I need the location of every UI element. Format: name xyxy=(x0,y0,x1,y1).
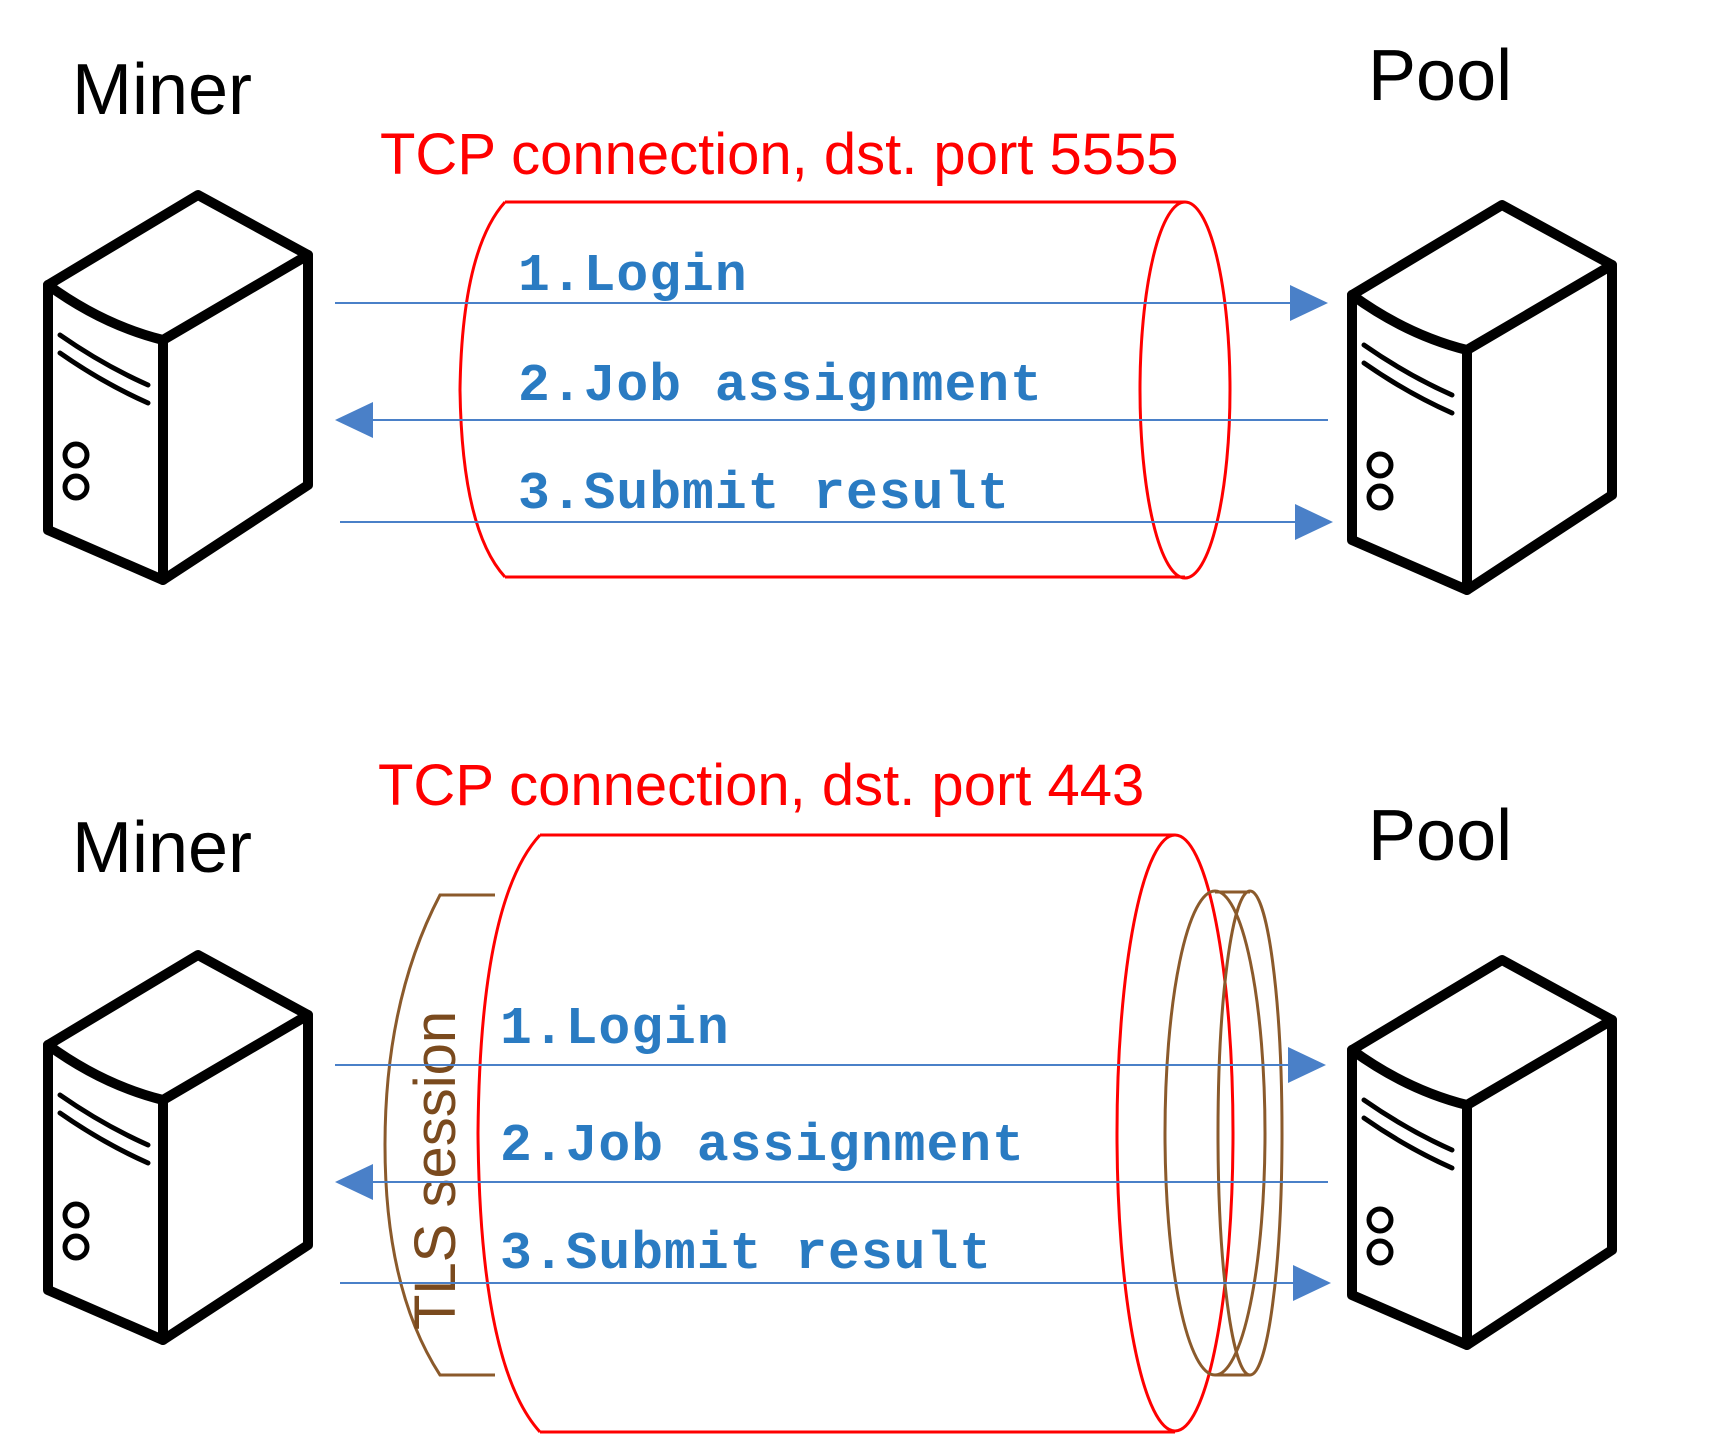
top-arrow-job xyxy=(335,402,1328,438)
top-miner-label: Miner xyxy=(72,50,252,130)
bottom-tcp-tube xyxy=(476,833,1235,1434)
bottom-panel: Miner Pool TCP connection, dst. port 443… xyxy=(48,753,1612,1434)
top-tcp-label: TCP connection, dst. port 5555 xyxy=(380,122,1179,187)
top-msg-submit: 3.Submit result xyxy=(518,464,1010,524)
bottom-arrow-login xyxy=(335,1047,1326,1083)
bottom-pool-server-icon xyxy=(1352,960,1612,1345)
bottom-arrow-job xyxy=(335,1164,1328,1200)
top-tcp-tube xyxy=(458,200,1232,580)
top-pool-label: Pool xyxy=(1368,36,1512,116)
bottom-msg-login: 1.Login xyxy=(500,999,730,1059)
top-miner-server-icon xyxy=(48,195,308,580)
top-msg-job: 2.Job assignment xyxy=(518,356,1043,416)
top-arrow-submit xyxy=(340,504,1333,540)
top-msg-login: 1.Login xyxy=(518,246,748,306)
bottom-msg-job: 2.Job assignment xyxy=(500,1116,1025,1176)
top-pool-server-icon xyxy=(1352,205,1612,590)
top-arrow-login xyxy=(335,285,1328,321)
bottom-tls-left xyxy=(383,893,495,1377)
bottom-tcp-label: TCP connection, dst. port 443 xyxy=(378,753,1144,818)
top-panel: Miner Pool TCP connection, dst. port 555… xyxy=(48,36,1612,590)
bottom-miner-label: Miner xyxy=(72,808,252,888)
bottom-msg-submit: 3.Submit result xyxy=(500,1224,992,1284)
bottom-miner-server-icon xyxy=(48,955,308,1340)
bottom-arrow-submit xyxy=(340,1265,1331,1301)
bottom-pool-label: Pool xyxy=(1368,796,1512,876)
bottom-tls-right xyxy=(1163,889,1284,1377)
